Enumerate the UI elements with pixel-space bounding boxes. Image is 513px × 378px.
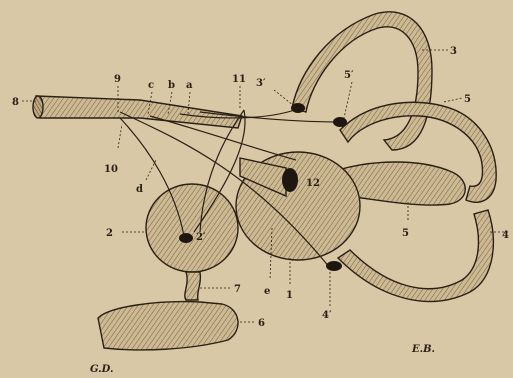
posterior-canal	[338, 210, 493, 301]
label-12: 12	[306, 178, 320, 189]
label-e: e	[264, 286, 270, 297]
label-4: 4	[502, 230, 509, 241]
label-a: a	[186, 80, 193, 91]
label-c: c	[148, 80, 154, 91]
label-1: 1	[286, 290, 293, 301]
label-10: 10	[104, 164, 118, 175]
saccule	[146, 184, 238, 272]
signature-left: G.D.	[90, 364, 113, 375]
label-d: d	[136, 184, 143, 195]
label-4-prime: 4′	[322, 310, 332, 321]
label-5-prime: 5′	[344, 70, 354, 81]
signature-right: E.B.	[411, 344, 435, 355]
label-5-middle: 5	[402, 228, 409, 239]
label-7: 7	[234, 284, 241, 295]
label-b: b	[168, 80, 175, 91]
cochlear-duct	[98, 272, 238, 350]
label-9: 9	[114, 74, 121, 85]
label-3: 3	[450, 46, 457, 57]
label-3-prime: 3′	[256, 78, 266, 89]
label-8: 8	[12, 97, 19, 108]
label-6: 6	[258, 318, 265, 329]
label-2: 2	[106, 228, 113, 239]
label-5-top: 5	[464, 94, 471, 105]
label-11: 11	[232, 74, 246, 85]
nerve-trunk	[33, 96, 242, 128]
label-2-prime: 2′	[196, 232, 206, 243]
